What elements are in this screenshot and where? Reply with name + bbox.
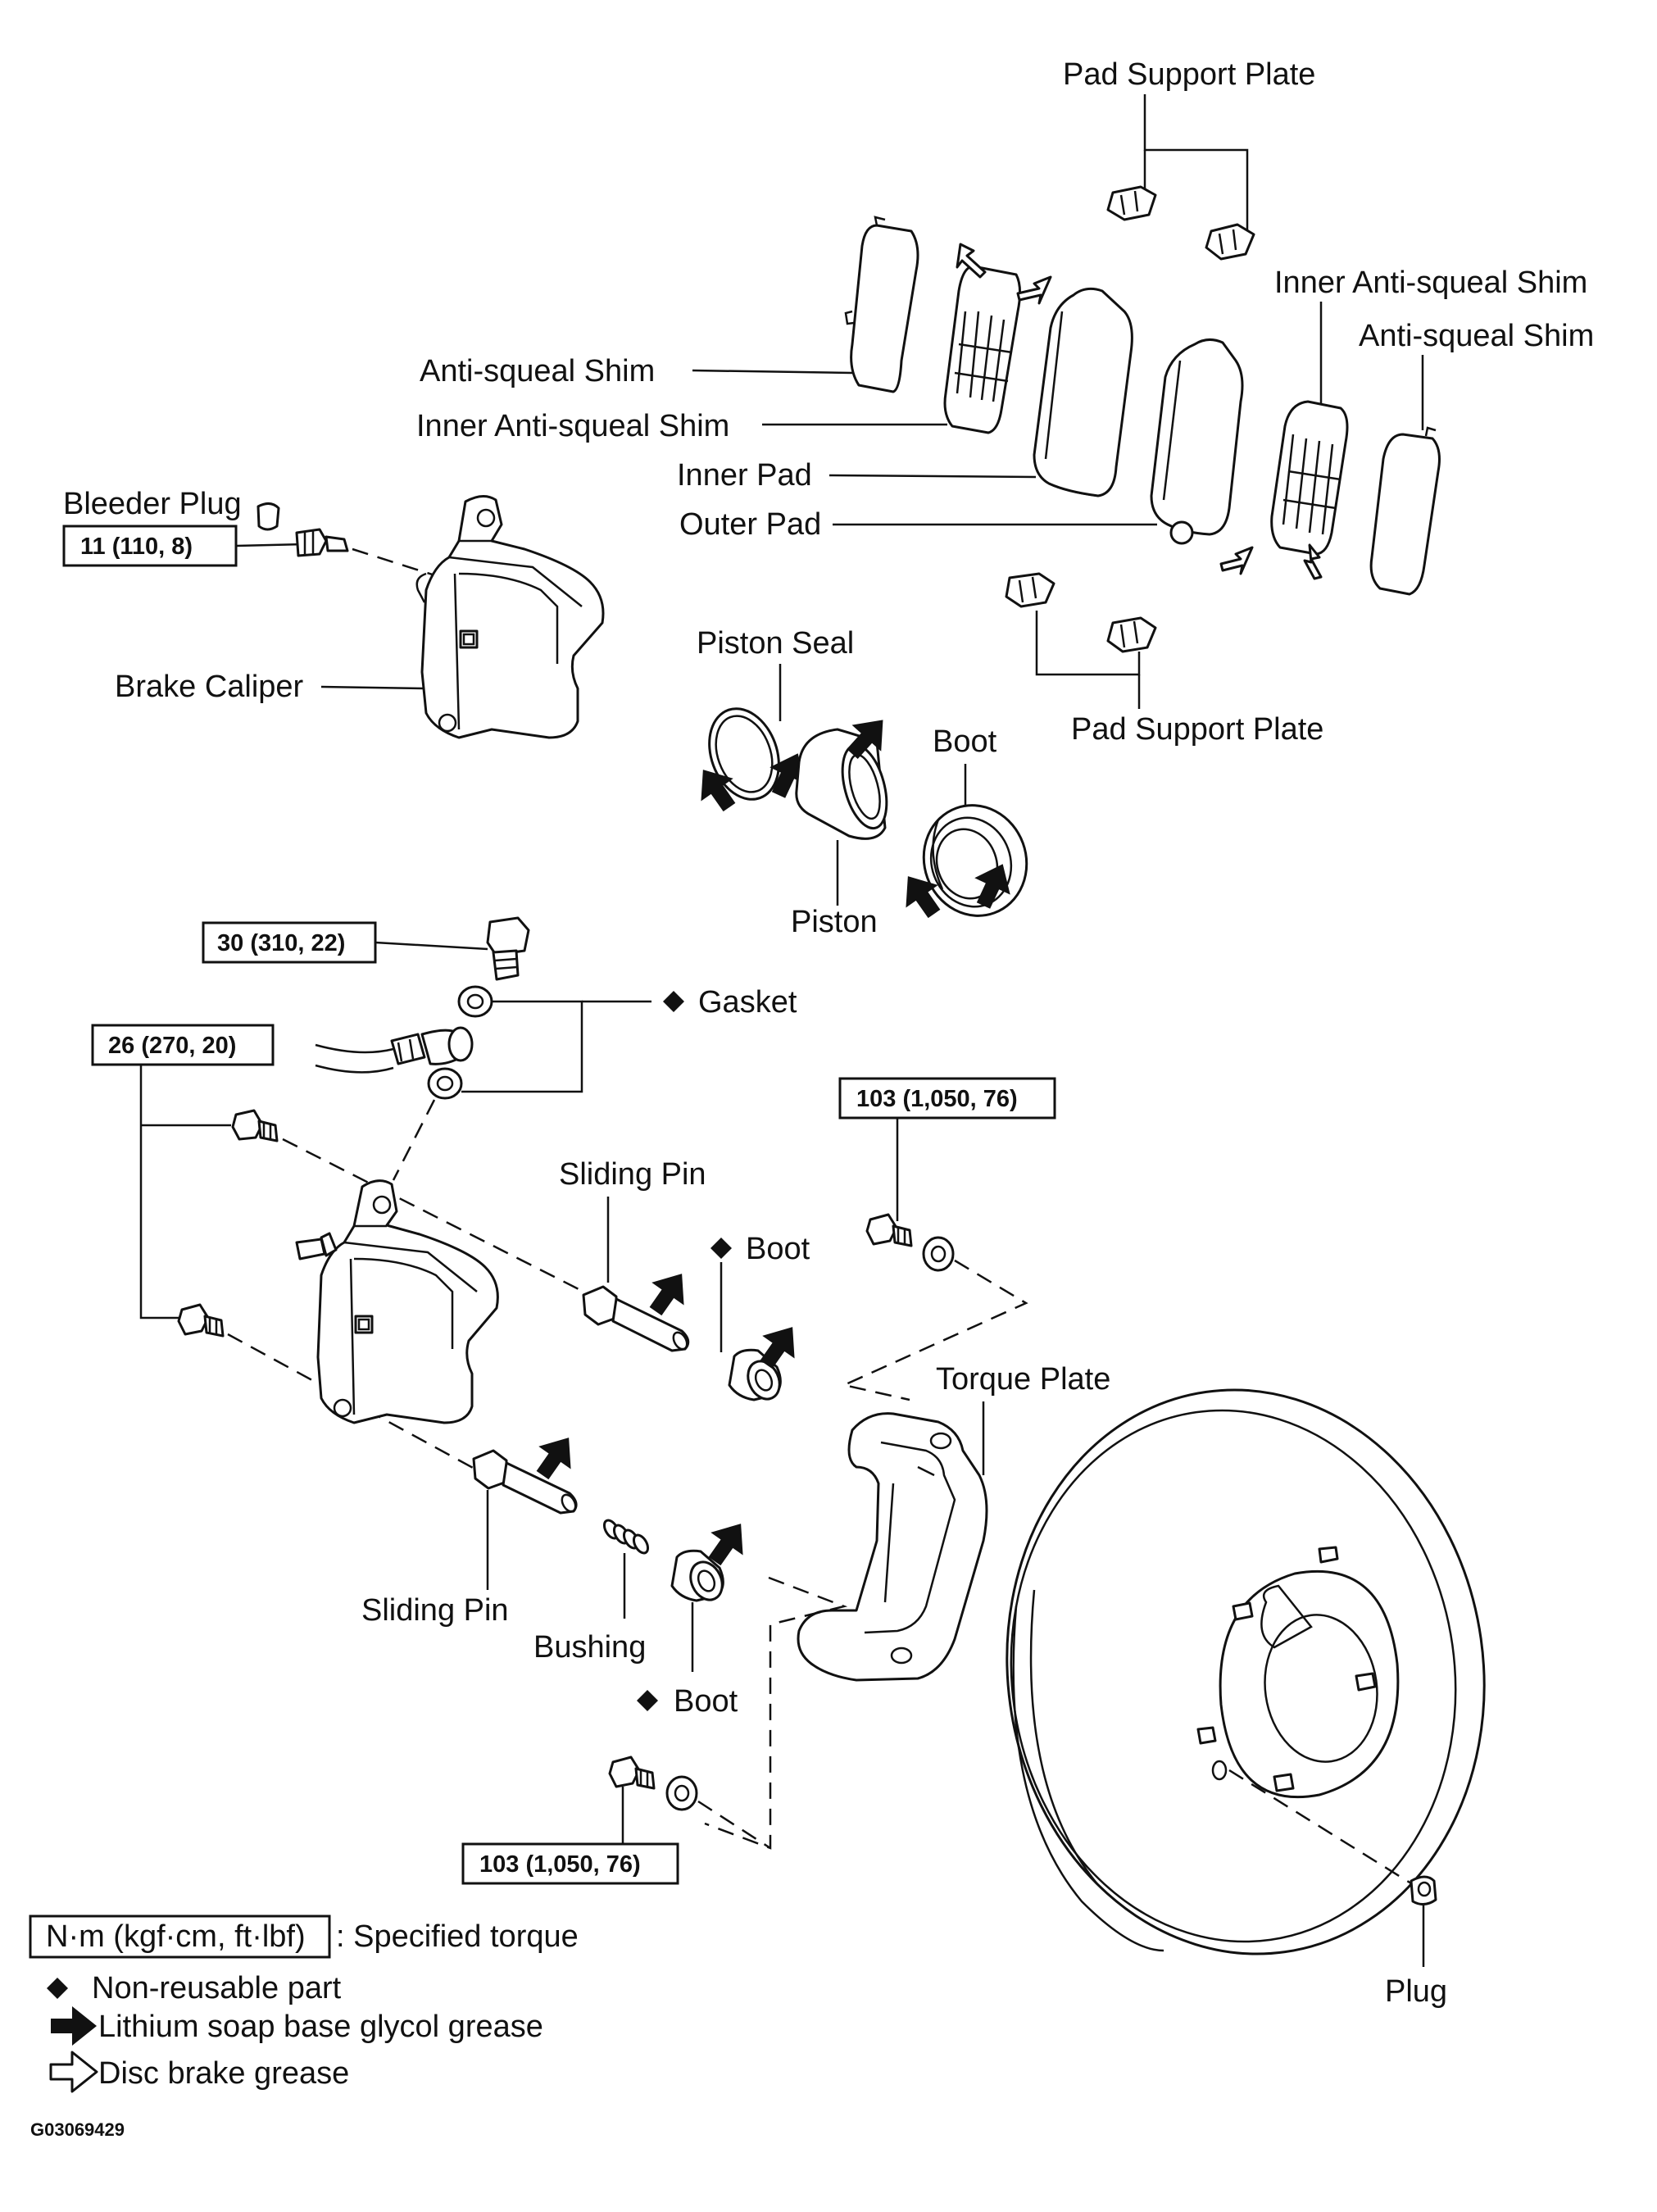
label-inner-pad: Inner Pad: [677, 458, 812, 493]
caliper-bolt-lower: [177, 1303, 225, 1338]
leader-torque-bleeder: [235, 543, 306, 547]
torque-box-torque-plate-upper: [838, 1077, 1056, 1120]
label-sliding-pin-lower: Sliding Pin: [361, 1593, 509, 1628]
dash-torque-plate-lower: [704, 1576, 848, 1850]
washer-upper: [922, 1236, 955, 1272]
boot-lower: [670, 1549, 724, 1602]
leader-pad-support-top: [1143, 94, 1249, 232]
figure-code: G03069429: [30, 2119, 125, 2140]
label-pad-support-plate-bottom: Pad Support Plate: [1071, 712, 1323, 747]
pad-support-plate-bottom-b: [1106, 616, 1157, 653]
torque-torque-plate-upper: 103 (1,050, 76): [856, 1086, 1018, 1112]
torque-box-union-bolt: [202, 921, 377, 964]
label-boot-upper: Boot: [746, 1232, 810, 1266]
anti-squeal-shim-left: [844, 216, 919, 393]
bleeder-plug: [295, 528, 349, 557]
label-sliding-pin-upper: Sliding Pin: [559, 1157, 706, 1192]
inner-pad: [1033, 287, 1133, 497]
leader-inner-pad: [828, 474, 1037, 479]
label-inner-anti-squeal-shim-right: Inner Anti-squeal Shim: [1274, 266, 1587, 300]
dash-hose: [392, 1099, 436, 1181]
legend-disc: Disc brake grease: [98, 2056, 349, 2091]
label-piston: Piston: [791, 905, 878, 939]
label-plug: Plug: [1385, 1974, 1447, 2009]
anti-squeal-shim-right: [1369, 426, 1441, 596]
pad-support-plate-top-b: [1205, 223, 1255, 261]
label-anti-squeal-shim-left: Anti-squeal Shim: [420, 354, 655, 388]
dash-bleeder: [352, 547, 443, 579]
label-pad-support-plate-top: Pad Support Plate: [1063, 57, 1315, 92]
brake-caliper-top: [415, 495, 605, 739]
leader-caliper-bolts: [139, 1065, 179, 1319]
gasket-lower: [427, 1067, 463, 1100]
label-piston-seal: Piston Seal: [697, 626, 854, 661]
torque-plate-bolt-upper: [865, 1213, 913, 1247]
torque-plate-bolt-lower: [608, 1756, 656, 1790]
label-brake-caliper: Brake Caliper: [115, 670, 304, 704]
torque-box-torque-plate-lower: [461, 1842, 679, 1885]
leader-union-bolt: [375, 941, 488, 951]
inner-anti-squeal-shim-left: [943, 265, 1022, 434]
leader-pad-support-bottom: [1035, 611, 1141, 676]
outer-pad: [1150, 338, 1244, 545]
torque-union-bolt: 30 (310, 22): [217, 930, 345, 956]
leader-gasket: [461, 1000, 583, 1093]
nonreusable-diamond: [710, 1238, 732, 1259]
torque-box-caliper-bolts: [91, 1024, 275, 1066]
label-torque-plate: Torque Plate: [936, 1362, 1110, 1397]
legend-torque-text: : Specified torque: [336, 1919, 579, 1954]
torque-caliper-bolts: 26 (270, 20): [108, 1033, 236, 1059]
leader-anti-squeal-shim-left: [692, 369, 853, 375]
dash-torque-plate-upper: [841, 1259, 1028, 1401]
label-gasket: Gasket: [698, 985, 797, 1020]
label-outer-pad: Outer Pad: [679, 507, 821, 542]
label-bleeder-plug: Bleeder Plug: [63, 487, 242, 521]
gasket-upper: [457, 985, 493, 1018]
pad-support-plate-top-callout: Pad Support Plate: [1063, 57, 1315, 232]
torque-bleeder: 11 (110, 8): [80, 534, 193, 560]
legend-black-arrow-icon: [51, 2006, 97, 2046]
label-inner-anti-squeal-shim-left: Inner Anti-squeal Shim: [416, 409, 729, 443]
dash-plug: [1228, 1769, 1414, 1887]
plug: [1410, 1875, 1437, 1905]
hose-fitting: [315, 1026, 474, 1074]
bleeder-cap: [256, 502, 280, 531]
disc-grease-arrow: [1016, 275, 1052, 305]
torque-plate: [797, 1412, 988, 1682]
bushing: [602, 1519, 650, 1555]
legend-torque-box: [29, 1914, 331, 1959]
label-boot-lower: Boot: [674, 1684, 738, 1719]
legend-lithium: Lithium soap base glycol grease: [98, 2010, 543, 2044]
union-bolt: [486, 916, 530, 981]
legend-outline-arrow-icon: [49, 2051, 98, 2093]
inner-anti-squeal-shim-right: [1270, 400, 1349, 556]
torque-torque-plate-lower: 103 (1,050, 76): [479, 1851, 641, 1878]
dash-bolt-upper: [282, 1138, 591, 1297]
disc-grease-arrow: [956, 243, 987, 279]
sliding-pin-upper: [582, 1285, 690, 1352]
pad-support-plate-bottom-a: [1005, 572, 1055, 608]
legend-torque-unit: N·m (kgf·cm, ft·lbf): [46, 1919, 306, 1954]
label-bushing: Bushing: [533, 1630, 646, 1665]
sliding-pin-lower: [472, 1449, 578, 1515]
caliper-bolt-upper: [231, 1109, 279, 1142]
label-anti-squeal-shim-right: Anti-squeal Shim: [1359, 319, 1594, 353]
washer-lower: [665, 1775, 698, 1811]
disc-rotor: [1006, 1388, 1486, 1955]
pad-support-plate-top-a: [1106, 185, 1157, 221]
label-boot-piston: Boot: [933, 724, 997, 759]
disc-grease-arrow: [1303, 543, 1323, 580]
nonreusable-diamond: [663, 991, 684, 1012]
legend-diamond-icon: [47, 1978, 68, 1999]
dash-bolt-lower-washer: [697, 1800, 771, 1850]
nonreusable-diamond: [637, 1690, 658, 1711]
leader-brake-caliper: [320, 685, 425, 690]
brake-caliper-lower: [295, 1179, 499, 1424]
legend-nonreusable: Non-reusable part: [92, 1971, 342, 2005]
disc-grease-arrow: [1219, 546, 1254, 575]
legend: N·m (kgf·cm, ft·lbf) : Specified torque …: [29, 1914, 579, 2093]
